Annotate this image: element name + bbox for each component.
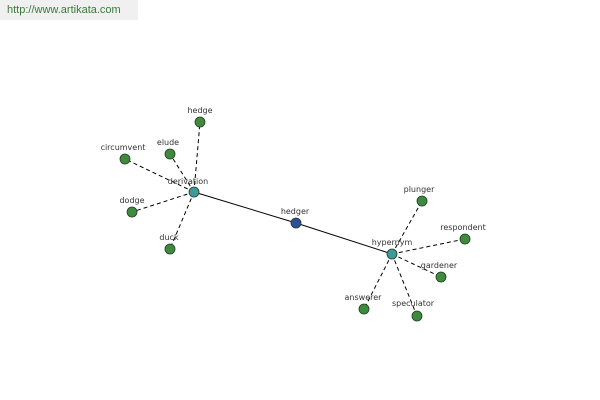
node-derivation[interactable] (188, 186, 200, 198)
node-label-derivation: derivation (168, 177, 208, 186)
edge-derivation-dodge (131, 191, 195, 213)
node-duck[interactable] (164, 243, 176, 255)
graph-nodes (119, 116, 471, 322)
node-gardener[interactable] (435, 271, 447, 283)
node-dodge[interactable] (126, 206, 138, 218)
node-label-answerer: answerer (345, 293, 383, 302)
node-hypernym[interactable] (386, 248, 398, 260)
edge-hypernym-respondent (391, 238, 466, 255)
edge-derivation-duck (169, 191, 195, 250)
node-label-plunger: plunger (404, 185, 435, 194)
node-label-elude: elude (157, 138, 179, 147)
edge-hypernym-plunger (391, 200, 423, 255)
node-label-respondent: respondent (440, 223, 485, 232)
edge-hedger-derivation (193, 191, 297, 224)
graph-edges (124, 121, 466, 317)
node-label-hedger: hedger (281, 207, 310, 216)
node-label-hedge: hedge (187, 106, 212, 115)
edge-derivation-hedge (193, 121, 201, 193)
node-speculator[interactable] (411, 310, 423, 322)
node-elude[interactable] (164, 148, 176, 160)
edge-hypernym-answerer (363, 253, 393, 310)
node-label-hypernym: hypernym (372, 238, 413, 247)
edge-derivation-elude (169, 153, 195, 193)
edge-derivation-circumvent (124, 158, 195, 193)
node-hedge[interactable] (194, 116, 206, 128)
node-label-gardener: gardener (421, 261, 458, 270)
graph-labels: hedger derivation hypernym hedge elude circum… (101, 106, 486, 308)
node-label-dodge: dodge (119, 196, 144, 205)
edge-hypernym-gardener (391, 253, 442, 278)
node-label-speculator: speculator (392, 299, 435, 308)
node-label-duck: duck (159, 233, 179, 242)
node-circumvent[interactable] (119, 153, 131, 165)
node-respondent[interactable] (459, 233, 471, 245)
node-plunger[interactable] (416, 195, 428, 207)
node-hedger[interactable] (290, 217, 302, 229)
watermark-url: http://www.artikata.com (0, 0, 138, 20)
node-label-circumvent: circumvent (101, 143, 146, 152)
node-answerer[interactable] (358, 303, 370, 315)
edge-hedger-hypernym (295, 222, 393, 255)
